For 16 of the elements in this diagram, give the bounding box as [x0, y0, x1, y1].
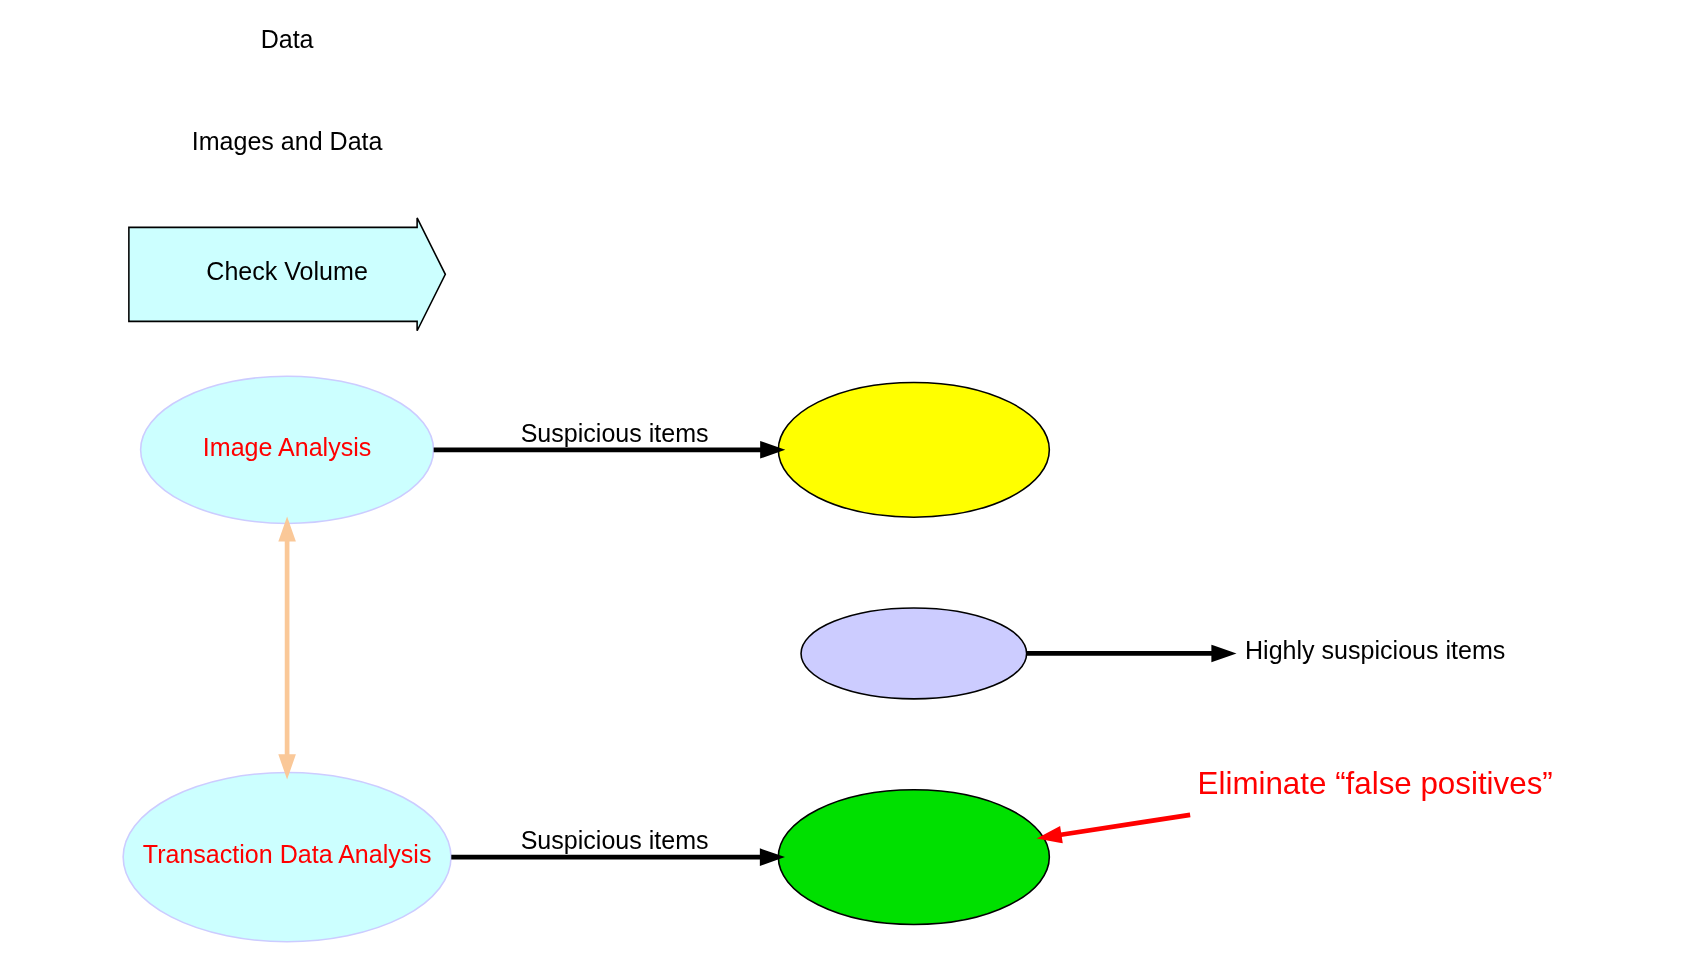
node-ellipse: Transaction Data Analysis [122, 771, 452, 943]
arrow [278, 516, 296, 780]
edge-label: Suspicious items [520, 418, 709, 447]
label: Data [260, 25, 314, 54]
arrow [451, 848, 785, 866]
arrow [1026, 644, 1237, 663]
label: Images and Data [191, 127, 383, 156]
node-ellipse [777, 381, 1051, 518]
arrow [1036, 812, 1191, 844]
node-ellipse: Image Analysis [139, 375, 435, 525]
edge-label: Suspicious items [520, 825, 709, 854]
arrow [433, 441, 786, 459]
node-ellipse [800, 607, 1028, 700]
node-text: Eliminate “false positives” [1197, 766, 1553, 802]
node-ellipse [777, 788, 1051, 926]
node-text: Highly suspicious items [1245, 636, 1506, 665]
